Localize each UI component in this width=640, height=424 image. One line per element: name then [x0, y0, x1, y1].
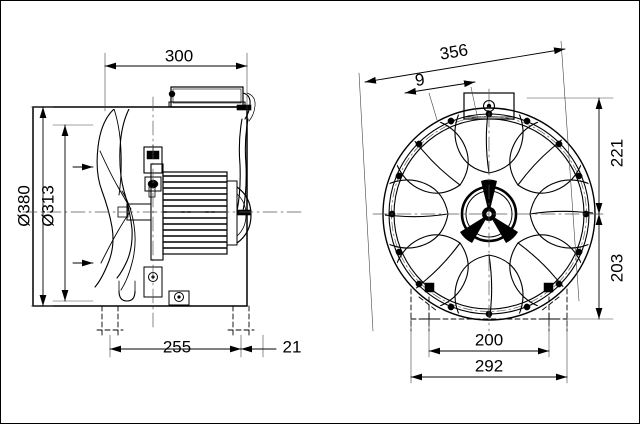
- dimension-label-221: 221: [607, 139, 626, 167]
- dimension-356: [358, 40, 580, 332]
- dimension-221: [526, 97, 614, 215]
- dimension-313: [52, 124, 94, 302]
- dimension-21: [240, 334, 277, 358]
- cable-conduit: [236, 104, 252, 216]
- dimension-300: [104, 52, 248, 112]
- side-view-group: [22, 86, 302, 336]
- dimension-label-200: 200: [475, 330, 503, 349]
- dimension-203: [566, 213, 614, 320]
- dimension-label-313: Ø313: [38, 185, 57, 227]
- dimension-label-356: 356: [438, 40, 469, 63]
- diameter-leader-arrows: [72, 163, 94, 267]
- front-view-centrelines: [372, 88, 606, 332]
- front-view-group: [372, 88, 606, 332]
- dimension-9: [404, 80, 479, 121]
- dimension-label-380: Ø380: [14, 185, 33, 227]
- dimension-label-21: 21: [283, 337, 302, 356]
- dimension-label-9: 9: [414, 70, 426, 90]
- side-hidden-mount-lines: [96, 305, 255, 336]
- side-view-centrelines: [22, 96, 302, 332]
- terminal-box: [168, 86, 256, 122]
- dimension-380: [30, 106, 54, 307]
- dimension-label-255: 255: [163, 337, 191, 356]
- impeller-blade-profiles: [94, 109, 136, 291]
- dimension-200: [428, 318, 550, 358]
- dimension-label-292: 292: [475, 356, 503, 375]
- mounting-feet: [118, 266, 190, 306]
- dimension-292: [410, 318, 568, 384]
- casing-rectangle: [32, 106, 248, 307]
- dimension-label-203: 203: [607, 254, 626, 282]
- dimension-label-300: 300: [165, 46, 193, 65]
- mounting-corner-bolts: [424, 282, 554, 293]
